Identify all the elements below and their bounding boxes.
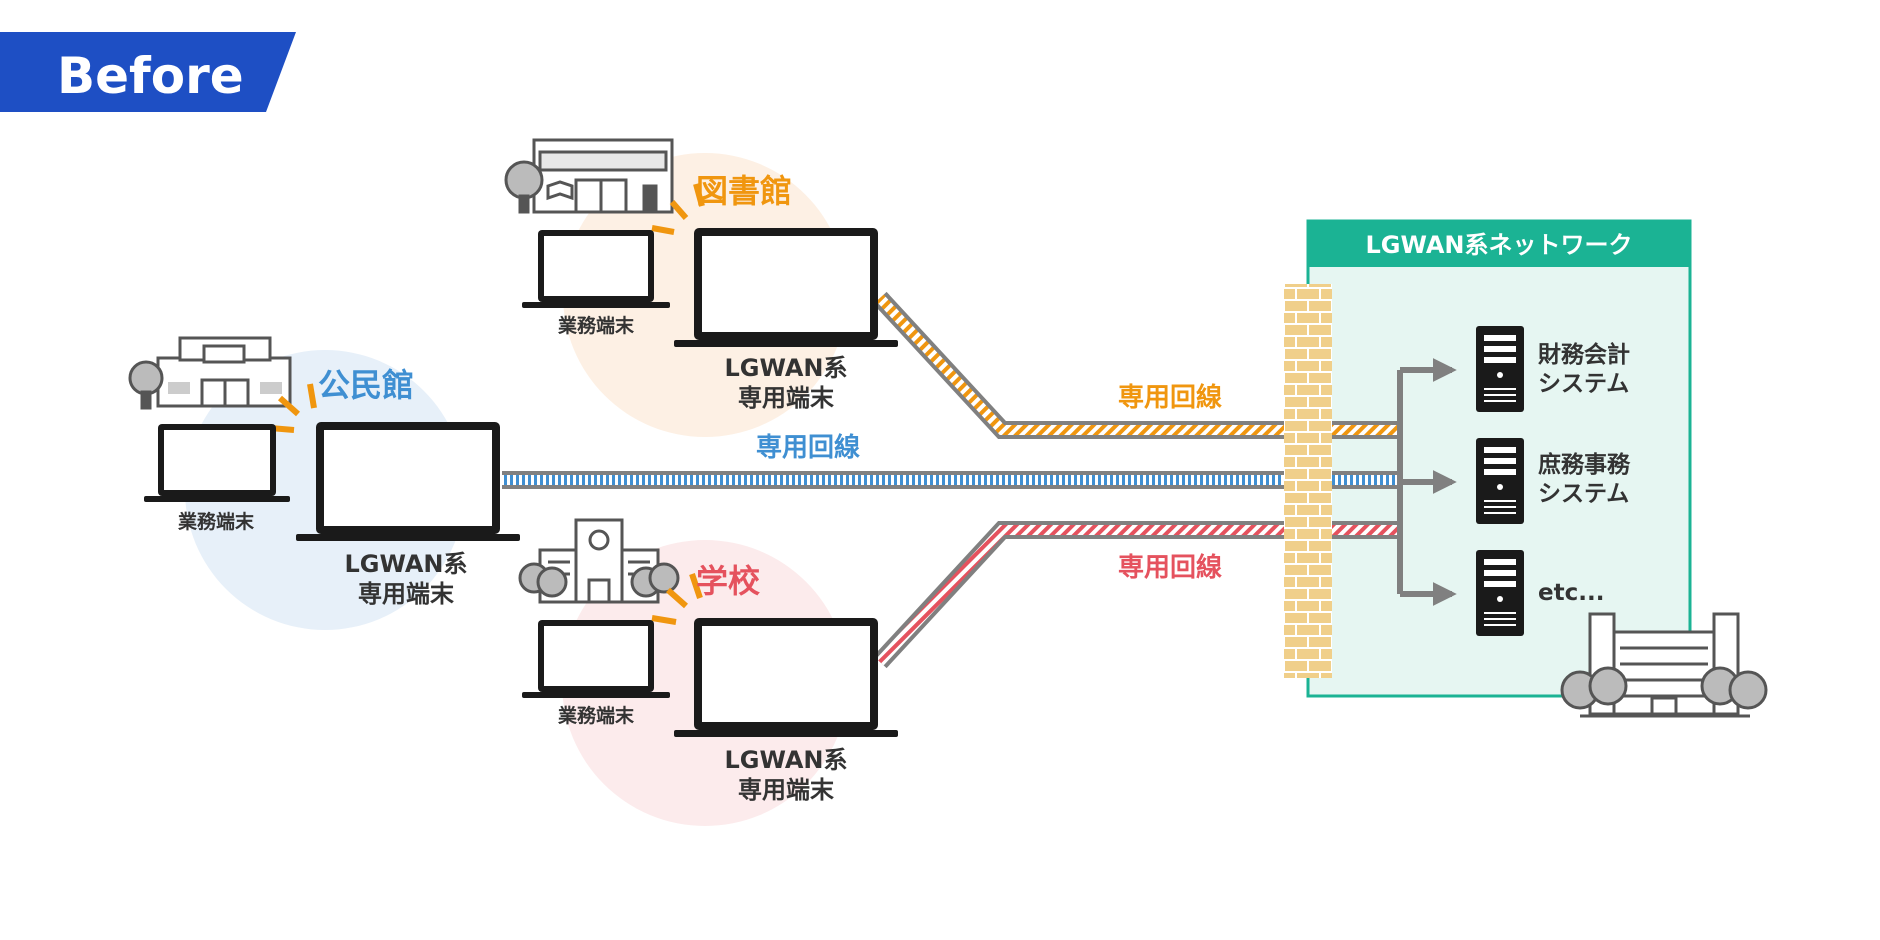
community-lgwan-terminal-label-line2: 専用端末	[358, 580, 455, 608]
server-etc: etc...	[1476, 550, 1604, 636]
library-signal-marks	[651, 183, 705, 235]
school-business-laptop-icon	[522, 620, 670, 698]
library-lgwan-terminal-label-line1: LGWAN系	[724, 354, 847, 382]
city-hall-building-icon	[1560, 612, 1768, 718]
school-lgwan-terminal-label-line2: 専用端末	[738, 776, 835, 804]
library-business-laptop-icon	[522, 230, 670, 308]
server-label-line2: システム	[1538, 481, 1629, 507]
community-center-building-icon	[128, 336, 292, 410]
school-business-terminal-label: 業務端末	[557, 704, 635, 727]
library-line-label: 専用回線	[1118, 382, 1222, 413]
library-lgwan-laptop-icon	[674, 228, 898, 347]
server-label-line1: etc...	[1538, 580, 1604, 606]
school-line-label: 専用回線	[1118, 552, 1222, 583]
community-lgwan-terminal-label-line1: LGWAN系	[344, 550, 467, 578]
server-icon	[1476, 550, 1524, 636]
server-financial: 財務会計 システム	[1476, 326, 1630, 412]
library-building-icon	[504, 138, 674, 214]
community-lgwan-laptop-icon	[296, 422, 520, 541]
server-connectors	[1397, 358, 1457, 606]
school-signal-marks	[651, 573, 703, 625]
school-lgwan-terminal-label-line1: LGWAN系	[724, 746, 847, 774]
community-business-laptop-icon	[144, 424, 290, 502]
before-banner: Before	[0, 32, 296, 112]
community-line-label: 専用回線	[756, 432, 860, 463]
school-dedicated-line	[873, 521, 1400, 669]
community-business-terminal-label: 業務端末	[177, 510, 255, 533]
school-building-icon	[518, 518, 680, 604]
library-dedicated-line	[873, 291, 1400, 439]
library-business-terminal-label: 業務端末	[557, 314, 635, 337]
network-title: LGWAN系ネットワーク	[1365, 231, 1632, 259]
library-lgwan-terminal-label-line2: 専用端末	[738, 384, 835, 412]
server-label-line2: システム	[1538, 371, 1629, 397]
firewall	[1284, 284, 1332, 678]
school-name: 学校	[696, 562, 760, 600]
banner-label: Before	[57, 47, 244, 105]
server-icon	[1476, 326, 1524, 412]
school-lgwan-laptop-icon	[674, 618, 898, 737]
server-label-line1: 財務会計	[1538, 341, 1630, 368]
server-general-affairs: 庶務事務 システム	[1476, 438, 1631, 524]
server-label-line1: 庶務事務	[1538, 451, 1631, 478]
server-icon	[1476, 438, 1524, 524]
community-center-name: 公民館	[318, 366, 414, 404]
library-name: 図書館	[696, 172, 792, 210]
